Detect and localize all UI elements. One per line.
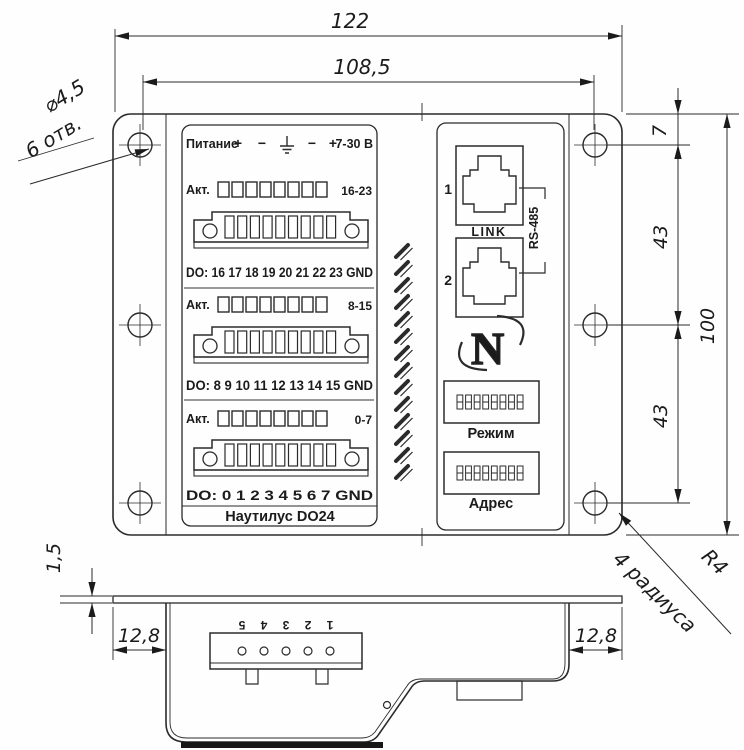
mounting-hole: [118, 481, 162, 525]
jack1-label: 1: [444, 181, 452, 197]
do-row: DO: 8 9 10 11 12 13 14 15 GND: [186, 378, 373, 393]
body-profile-inner: [169, 603, 566, 739]
activity-leds: [217, 410, 328, 427]
do-row: DO: 16 17 18 19 20 21 22 23 GND: [186, 265, 373, 280]
pin-label-5: 5: [238, 618, 245, 632]
activity-leds: [217, 296, 328, 313]
dip-switch-address: [444, 452, 539, 494]
channel-range: 0-7: [355, 413, 373, 427]
note-corner-radius: R4: [697, 544, 733, 580]
mounting-hole: [118, 123, 162, 167]
side-tab: [456, 680, 523, 701]
dip-addr-label: Адрес: [469, 496, 513, 512]
terminal-block: [193, 211, 369, 249]
device-title: Наутилус DO24: [225, 509, 335, 525]
mounting-hole: [118, 303, 162, 347]
side-view: 1 2 3 4 5 1,5 12,8 12,8: [43, 543, 623, 748]
note-hole-diameter: ⌀4,5: [39, 74, 89, 117]
act-label: Акт.: [186, 412, 210, 426]
mounting-plate-edge: [112, 595, 623, 604]
top-view: Питание + − − + 7-30 В Акт. 16-23 DO: 16…: [112, 103, 623, 546]
rs485-bracket: [519, 187, 546, 274]
dim-hole-pitch-lower: 43: [650, 404, 672, 428]
dim-plate-thickness: 1,5: [43, 543, 65, 573]
power-minus-2: −: [308, 135, 316, 151]
dim-width-holes: 108,5: [333, 55, 390, 79]
power-plus-1: +: [234, 135, 242, 151]
act-label: Акт.: [186, 183, 210, 197]
body-profile-outer: [165, 603, 570, 743]
jack2-label: 2: [444, 272, 452, 288]
power-label: Питание: [186, 137, 238, 151]
note-hole-count: 6 отв.: [21, 111, 86, 163]
act-label: Акт.: [186, 298, 210, 312]
small-hole: [382, 700, 392, 710]
pin-label-1: 1: [326, 618, 333, 632]
channel-range: 16-23: [341, 184, 372, 198]
pin-label-3: 3: [282, 618, 289, 632]
link-label: LINK: [471, 225, 506, 239]
nautilus-logo-icon: N: [457, 314, 525, 375]
dim-width-overall: 122: [331, 9, 369, 33]
device-body-outline: [112, 113, 623, 536]
rj45-jack-2: [455, 237, 524, 318]
dip-mode-label: Режим: [467, 426, 514, 442]
pin-label-2: 2: [304, 618, 311, 632]
bottom-strip: [181, 742, 383, 748]
activity-leds: [217, 181, 328, 198]
bus-label: RS-485: [527, 207, 541, 249]
channel-range: 8-15: [348, 299, 372, 313]
power-minus-1: −: [258, 135, 266, 151]
bottom-connector: 1 2 3 4 5: [209, 618, 363, 685]
power-plus-2: +: [329, 135, 337, 151]
rj45-jack-1: [455, 145, 524, 226]
dim-edge-to-hole: 7: [649, 125, 671, 137]
dip-switch-mode: [444, 381, 539, 423]
dim-side-offset-right: 12,8: [575, 625, 617, 647]
do-row: DO: 0 1 2 3 4 5 6 7 GND: [186, 488, 373, 503]
vent-louvers: [394, 243, 415, 483]
dim-side-offset-left: 12,8: [118, 625, 160, 647]
terminal-block: [193, 439, 369, 477]
terminal-block: [193, 326, 369, 364]
comm-panel: 1 LINK 2 RS-485 N Режим Адрес: [436, 122, 565, 531]
power-range: 7-30 В: [335, 137, 373, 151]
connector-pegs: [245, 669, 329, 685]
svg-text:N: N: [471, 323, 504, 374]
dim-hole-pitch-upper: 43: [650, 225, 672, 249]
label-panel: Питание + − − + 7-30 В Акт. 16-23 DO: 16…: [181, 124, 378, 527]
dim-height-overall: 100: [697, 308, 719, 344]
dimensions: 122 108,5 7 43 43 100: [17, 9, 739, 637]
pin-label-4: 4: [260, 618, 267, 632]
ground-icon: [280, 136, 294, 154]
